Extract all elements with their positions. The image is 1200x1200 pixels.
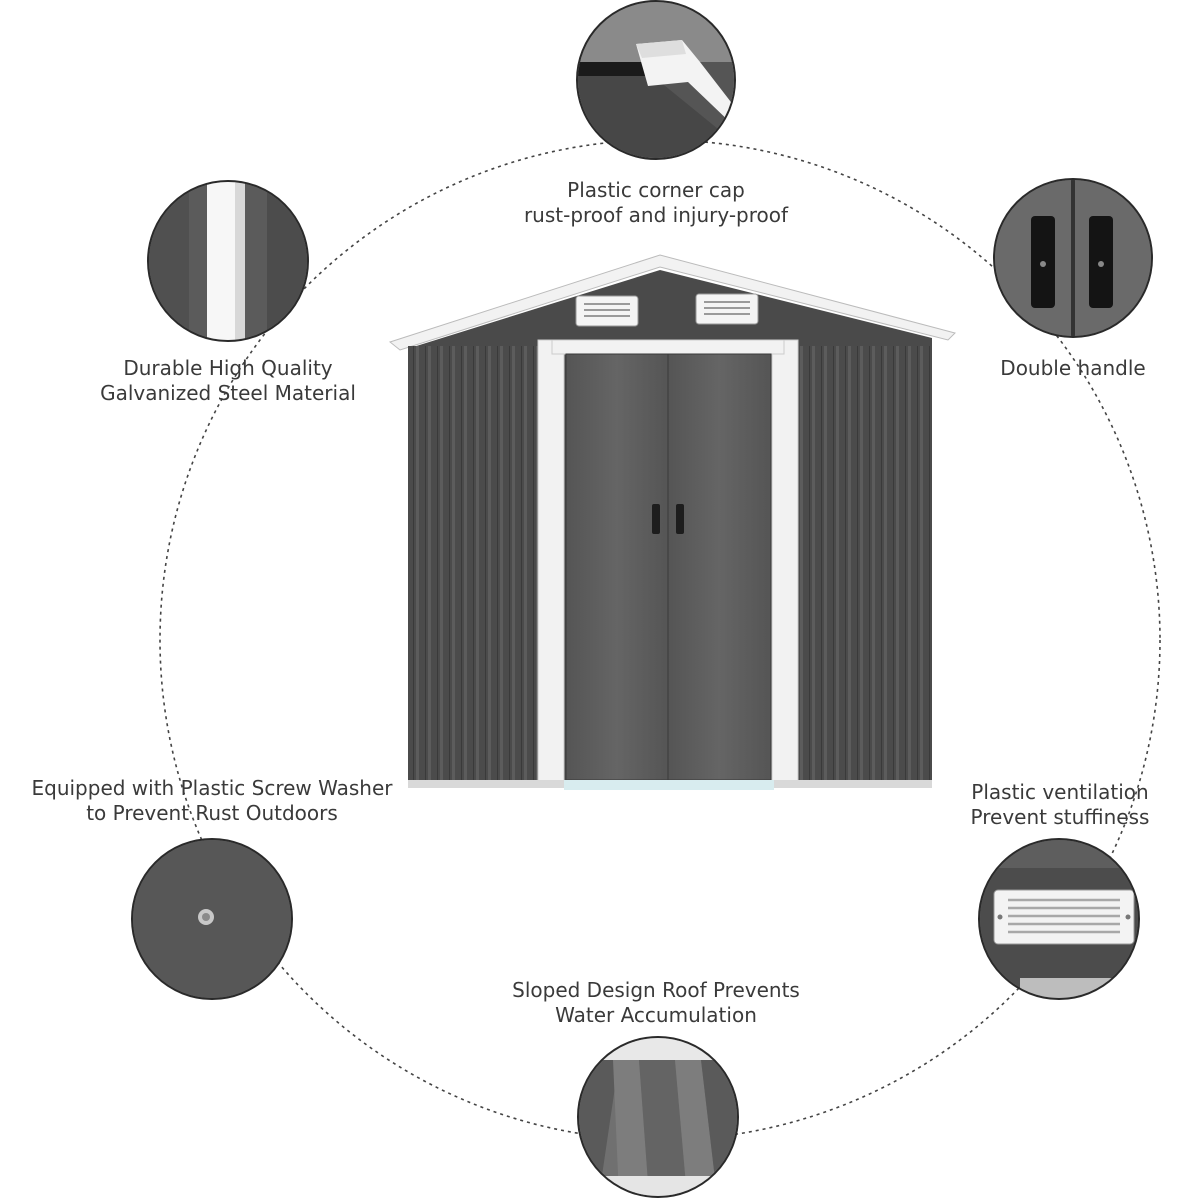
handle-line1: Double handle: [1000, 356, 1146, 380]
roof-line2: Water Accumulation: [555, 1003, 757, 1027]
shed-image: [388, 254, 956, 790]
steel-caption: Durable High Quality Galvanized Steel Ma…: [88, 356, 368, 406]
ventilation-line2: Prevent stuffiness: [970, 805, 1150, 829]
shed-door-left: [565, 353, 669, 781]
steel-detail: [147, 180, 309, 342]
roof-caption: Sloped Design Roof Prevents Water Accumu…: [496, 978, 816, 1028]
corner-cap-line2: rust-proof and injury-proof: [523, 203, 789, 227]
shed-door-right: [667, 353, 772, 781]
steel-line2: Galvanized Steel Material: [100, 381, 356, 405]
corner-cap-detail: [576, 0, 736, 160]
sloped-roof-detail: [577, 1036, 739, 1198]
ventilation-line1: Plastic ventilation: [971, 780, 1149, 804]
screw-washer-detail: [131, 838, 293, 1000]
ventilation-caption: Plastic ventilation Prevent stuffiness: [960, 780, 1160, 830]
washer-caption: Equipped with Plastic Screw Washer to Pr…: [22, 776, 402, 826]
washer-line1: Equipped with Plastic Screw Washer: [31, 776, 393, 800]
corner-cap-line1: Plastic corner cap: [567, 178, 745, 202]
corner-cap-caption: Plastic corner cap rust-proof and injury…: [506, 178, 806, 228]
ventilation-detail: [978, 838, 1140, 1000]
double-handle-detail: [993, 178, 1153, 338]
steel-line1: Durable High Quality: [123, 356, 333, 380]
handle-caption: Double handle: [983, 356, 1163, 381]
roof-line1: Sloped Design Roof Prevents: [512, 978, 800, 1002]
washer-line2: to Prevent Rust Outdoors: [86, 801, 338, 825]
